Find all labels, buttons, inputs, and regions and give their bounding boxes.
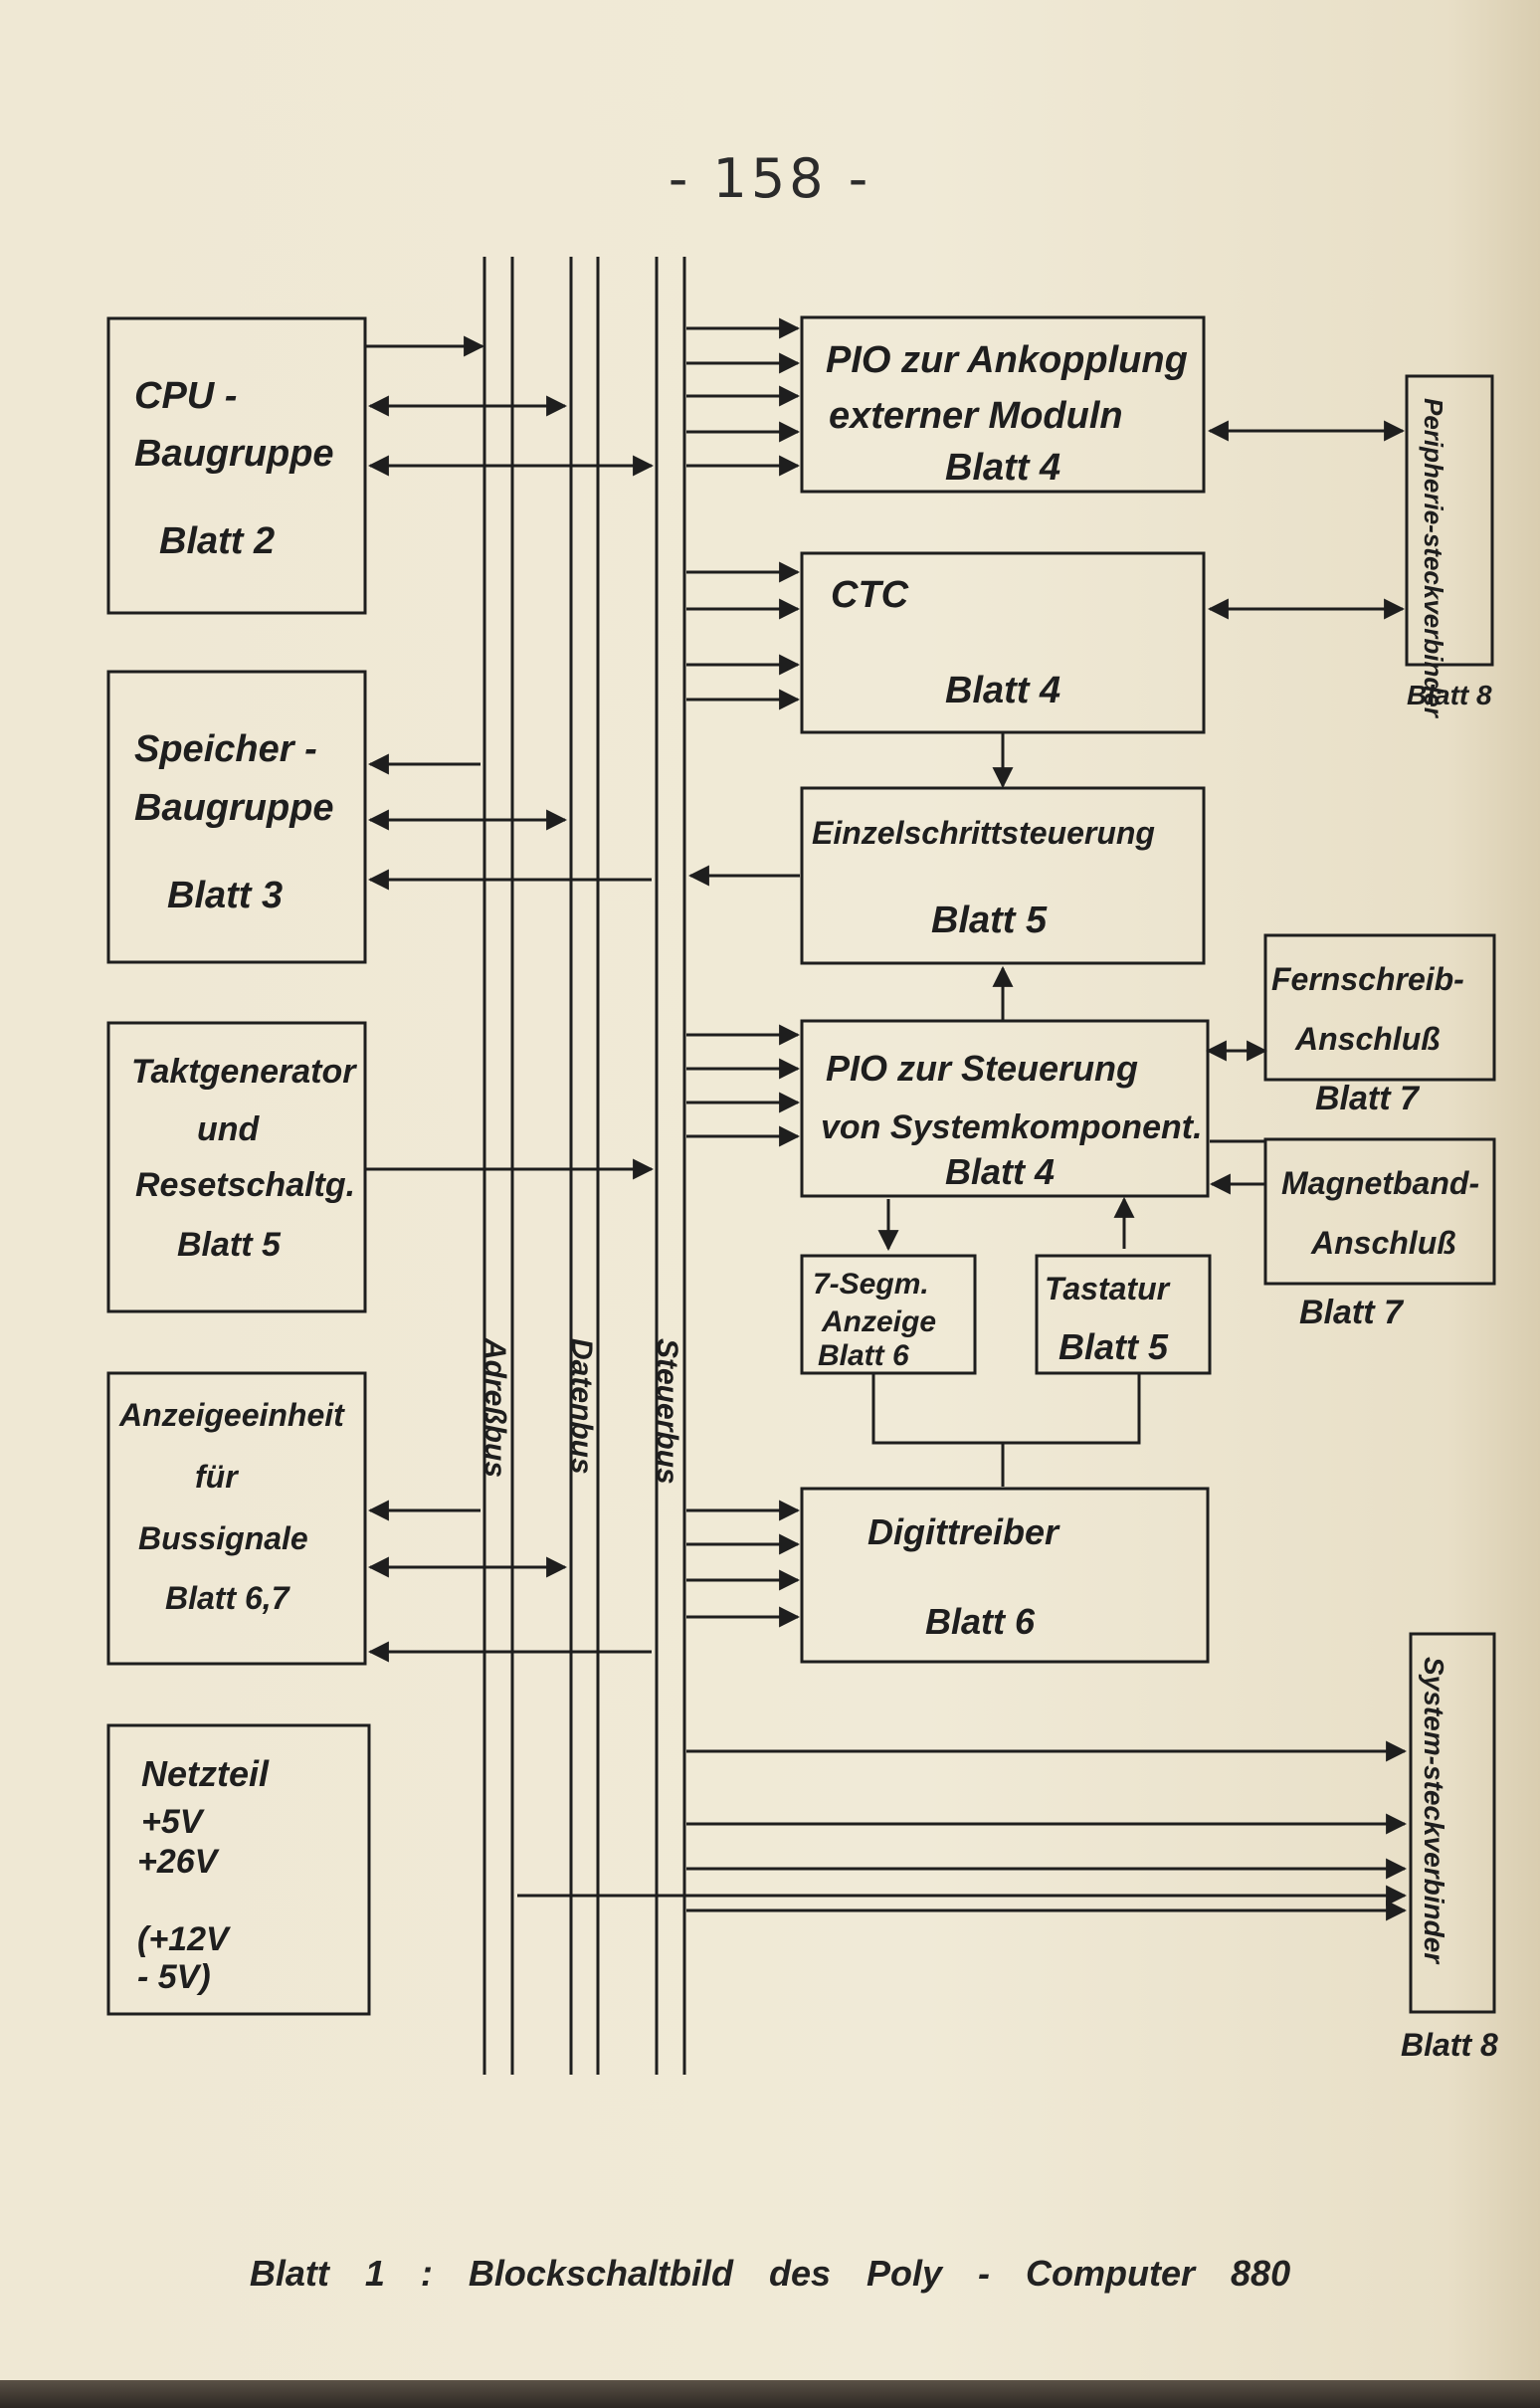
single-step-block (800, 786, 1206, 965)
display-unit-block (106, 1371, 367, 1666)
svg-text:Magnetband-: Magnetband- (1281, 1165, 1479, 1201)
clock-block (106, 1021, 367, 1313)
svg-text:Netzteil: Netzteil (141, 1753, 270, 1794)
connection-arrows (366, 317, 1408, 1921)
svg-text:Blatt 4: Blatt 4 (945, 1151, 1055, 1192)
svg-text:Blatt 7: Blatt 7 (1315, 1080, 1421, 1117)
svg-text:Blatt 5: Blatt 5 (1059, 1326, 1169, 1367)
pio-ext-text: PIO zur Ankopplung externer Moduln Blatt… (826, 339, 1188, 489)
pio-sys-block (800, 1019, 1210, 1198)
svg-text:CPU -: CPU - (134, 375, 237, 417)
system-connector-text: System-steckverbinder Blatt 8 (1401, 1657, 1498, 2063)
svg-text:und: und (197, 1110, 261, 1148)
data-bus-label: Datenbus (565, 1338, 598, 1475)
svg-text:Speicher -: Speicher - (134, 728, 317, 770)
svg-text:Baugruppe: Baugruppe (134, 433, 334, 475)
control-bus-label: Steuerbus (651, 1338, 683, 1485)
digit-driver-block (800, 1487, 1210, 1664)
svg-text:Anzeige: Anzeige (821, 1305, 936, 1338)
svg-text:Blatt 6: Blatt 6 (925, 1601, 1036, 1642)
svg-text:für: für (195, 1459, 239, 1495)
svg-text:Blatt 6,7: Blatt 6,7 (165, 1580, 291, 1616)
svg-text:Digittreiber: Digittreiber (867, 1511, 1060, 1552)
svg-text:externer Moduln: externer Moduln (829, 395, 1123, 437)
svg-text:Blatt 4: Blatt 4 (945, 670, 1060, 711)
data-bus (569, 257, 600, 2075)
ctc-text: CTC Blatt 4 (831, 574, 1060, 711)
figure-caption: Blatt 1 : Blockschaltbild des Poly - Com… (249, 2253, 1291, 2294)
single-step-text: Einzelschrittsteuerung Blatt 5 (812, 815, 1155, 941)
address-bus (482, 257, 514, 2075)
svg-text:Einzelschrittsteuerung: Einzelschrittsteuerung (812, 815, 1155, 851)
pio-sys-text: PIO zur Steuerung von Systemkomponent. B… (821, 1048, 1203, 1192)
svg-text:Blatt 6: Blatt 6 (818, 1339, 909, 1372)
teletype-block (1263, 933, 1496, 1082)
svg-text:Blatt 7: Blatt 7 (1299, 1294, 1405, 1331)
svg-text:(+12V: (+12V (137, 1920, 232, 1958)
svg-text:System-steckverbinder: System-steckverbinder (1419, 1657, 1449, 1965)
memory-block (106, 670, 367, 964)
tape-block (1263, 1137, 1496, 1286)
svg-text:PIO zur Ankopplung: PIO zur Ankopplung (826, 339, 1188, 381)
page-edge-shadow (0, 2380, 1540, 2408)
svg-text:Fernschreib-: Fernschreib- (1271, 961, 1464, 997)
seg7-block (800, 1254, 977, 1375)
seg7-text: 7-Segm. Anzeige Blatt 6 (813, 1268, 936, 1372)
svg-text:Blatt 5: Blatt 5 (931, 900, 1048, 941)
svg-text:Tastatur: Tastatur (1045, 1271, 1171, 1306)
svg-text:7-Segm.: 7-Segm. (813, 1268, 929, 1301)
power-block (106, 1723, 371, 2016)
svg-text:Blatt 4: Blatt 4 (945, 447, 1060, 489)
system-connector (1409, 1632, 1496, 2014)
page-number: - 158 - (668, 147, 872, 210)
svg-text:Peripherie-steckverbinder: Peripherie-steckverbinder (1419, 398, 1448, 719)
cpu-block (106, 316, 367, 615)
svg-text:Anzeigeeinheit: Anzeigeeinheit (118, 1397, 345, 1433)
peripheral-connector-text: Peripherie-steckverbinder Blatt 8 (1407, 398, 1492, 719)
svg-text:Anschluß: Anschluß (1310, 1225, 1456, 1261)
address-bus-label: Adreßbus (479, 1337, 511, 1478)
svg-text:+26V: +26V (137, 1843, 221, 1881)
svg-text:PIO zur Steuerung: PIO zur Steuerung (826, 1048, 1138, 1089)
control-bus (655, 257, 686, 2075)
svg-text:Blatt 5: Blatt 5 (177, 1226, 282, 1264)
teletype-text: Fernschreib- Anschluß Blatt 7 (1271, 961, 1464, 1117)
svg-text:CTC: CTC (831, 574, 909, 616)
svg-text:Blatt 8: Blatt 8 (1407, 680, 1492, 710)
power-text: Netzteil +5V +26V (+12V - 5V) (137, 1753, 270, 1996)
clock-text: Taktgenerator und Resetschaltg. Blatt 5 (131, 1053, 357, 1264)
svg-text:Bussignale: Bussignale (138, 1520, 308, 1556)
display-unit-text: Anzeigeeinheit für Bussignale Blatt 6,7 (118, 1397, 345, 1616)
memory-text: Speicher - Baugruppe Blatt 3 (134, 728, 334, 916)
svg-text:+5V: +5V (141, 1803, 206, 1841)
svg-text:Blatt 2: Blatt 2 (159, 520, 275, 562)
keyboard-text: Tastatur Blatt 5 (1045, 1271, 1171, 1367)
ctc-block (800, 551, 1206, 734)
svg-text:Baugruppe: Baugruppe (134, 787, 334, 829)
svg-text:Blatt 3: Blatt 3 (167, 875, 283, 916)
digit-driver-text: Digittreiber Blatt 6 (867, 1511, 1060, 1642)
pio-ext-block (800, 315, 1206, 494)
svg-text:Blatt 8: Blatt 8 (1401, 2027, 1498, 2063)
tape-text: Magnetband- Anschluß Blatt 7 (1281, 1165, 1479, 1331)
svg-text:- 5V): - 5V) (137, 1958, 211, 1996)
peripheral-connector (1405, 374, 1494, 667)
keyboard-block (1035, 1254, 1212, 1375)
cpu-text: CPU - Baugruppe Blatt 2 (134, 375, 334, 562)
svg-text:Resetschaltg.: Resetschaltg. (135, 1166, 355, 1204)
svg-text:Anschluß: Anschluß (1294, 1021, 1441, 1057)
svg-text:von Systemkomponent.: von Systemkomponent. (821, 1108, 1203, 1146)
svg-text:Taktgenerator: Taktgenerator (131, 1053, 357, 1091)
